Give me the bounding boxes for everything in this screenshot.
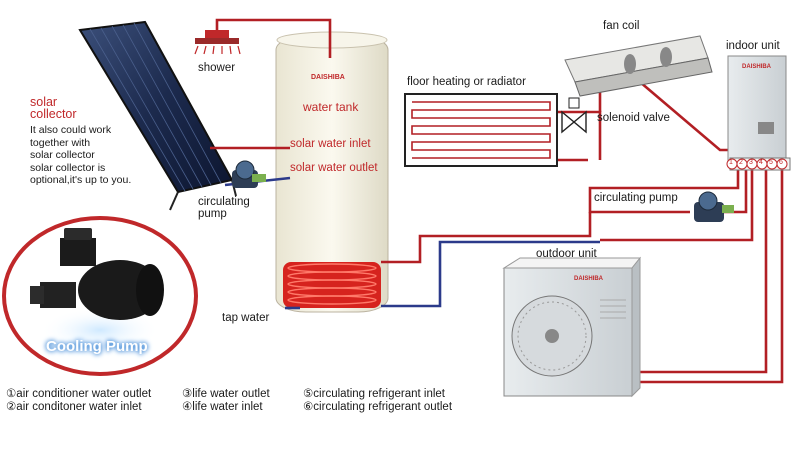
legend-item: ⑤circulating refrigerant inlet bbox=[303, 388, 445, 400]
port-3: 3 bbox=[749, 159, 753, 166]
pump-icon bbox=[232, 160, 266, 188]
port-6: 6 bbox=[779, 159, 783, 166]
indoor-brand: DAISHIBA bbox=[742, 64, 772, 70]
circulating-pump-right-label: circulating pump bbox=[594, 192, 678, 204]
outdoor-brand: DAISHIBA bbox=[574, 276, 604, 282]
fan-icon bbox=[511, 295, 593, 377]
solenoid-valve-label: solenoid valve bbox=[597, 112, 670, 124]
legend-item: ①air conditioner water outlet bbox=[6, 388, 152, 400]
solar-note: It also could work together with solar c… bbox=[30, 124, 132, 186]
circulating-pump-left-label: circulating pump bbox=[198, 196, 250, 220]
solar-water-inlet-label: solar water inlet bbox=[290, 138, 371, 150]
solar-water-outlet-label: solar water outlet bbox=[290, 162, 378, 174]
cooling-pump-photo-icon bbox=[2, 216, 198, 376]
solar-collector-label: solar collector bbox=[30, 95, 77, 121]
shower-label: shower bbox=[198, 62, 236, 74]
outdoor-unit-icon bbox=[502, 256, 642, 398]
fan-coil-label: fan coil bbox=[603, 20, 640, 32]
outdoor-unit-label: outdoor unit bbox=[536, 248, 597, 260]
coil-icon bbox=[404, 93, 558, 167]
legend-item: ④life water inlet bbox=[182, 401, 263, 413]
fan-coil-icon bbox=[564, 35, 713, 97]
legend-item: ③life water outlet bbox=[182, 388, 270, 400]
legend-item: ②air conditoner water inlet bbox=[6, 401, 142, 413]
legend-item: ⑥circulating refrigerant outlet bbox=[303, 401, 453, 413]
shower-head-icon bbox=[194, 30, 241, 55]
indoor-unit-icon bbox=[727, 55, 791, 171]
legend-col-2: ③life water outlet ④life water inlet bbox=[182, 388, 270, 414]
legend-col-3: ⑤circulating refrigerant inlet ⑥circulat… bbox=[303, 388, 452, 414]
tap-water-label: tap water bbox=[222, 312, 270, 324]
indoor-unit-label: indoor unit bbox=[726, 40, 780, 52]
pump-icon bbox=[694, 191, 734, 222]
port-1: 1 bbox=[729, 159, 733, 166]
port-5: 5 bbox=[769, 159, 773, 166]
water-tank-icon bbox=[275, 31, 389, 313]
port-2: 2 bbox=[739, 159, 743, 166]
solar-panel-icon bbox=[78, 20, 237, 211]
floor-heating-label: floor heating or radiator bbox=[407, 76, 526, 88]
water-tank-label: water tank bbox=[303, 100, 359, 114]
tank-brand: DAISHIBA bbox=[311, 74, 345, 81]
valve-icon bbox=[561, 97, 587, 134]
port-4: 4 bbox=[759, 159, 763, 166]
port-markers bbox=[726, 158, 788, 170]
cooling-pump-label: Cooling Pump bbox=[46, 338, 148, 355]
legend-col-1: ①air conditioner water outlet ②air condi… bbox=[6, 388, 151, 414]
